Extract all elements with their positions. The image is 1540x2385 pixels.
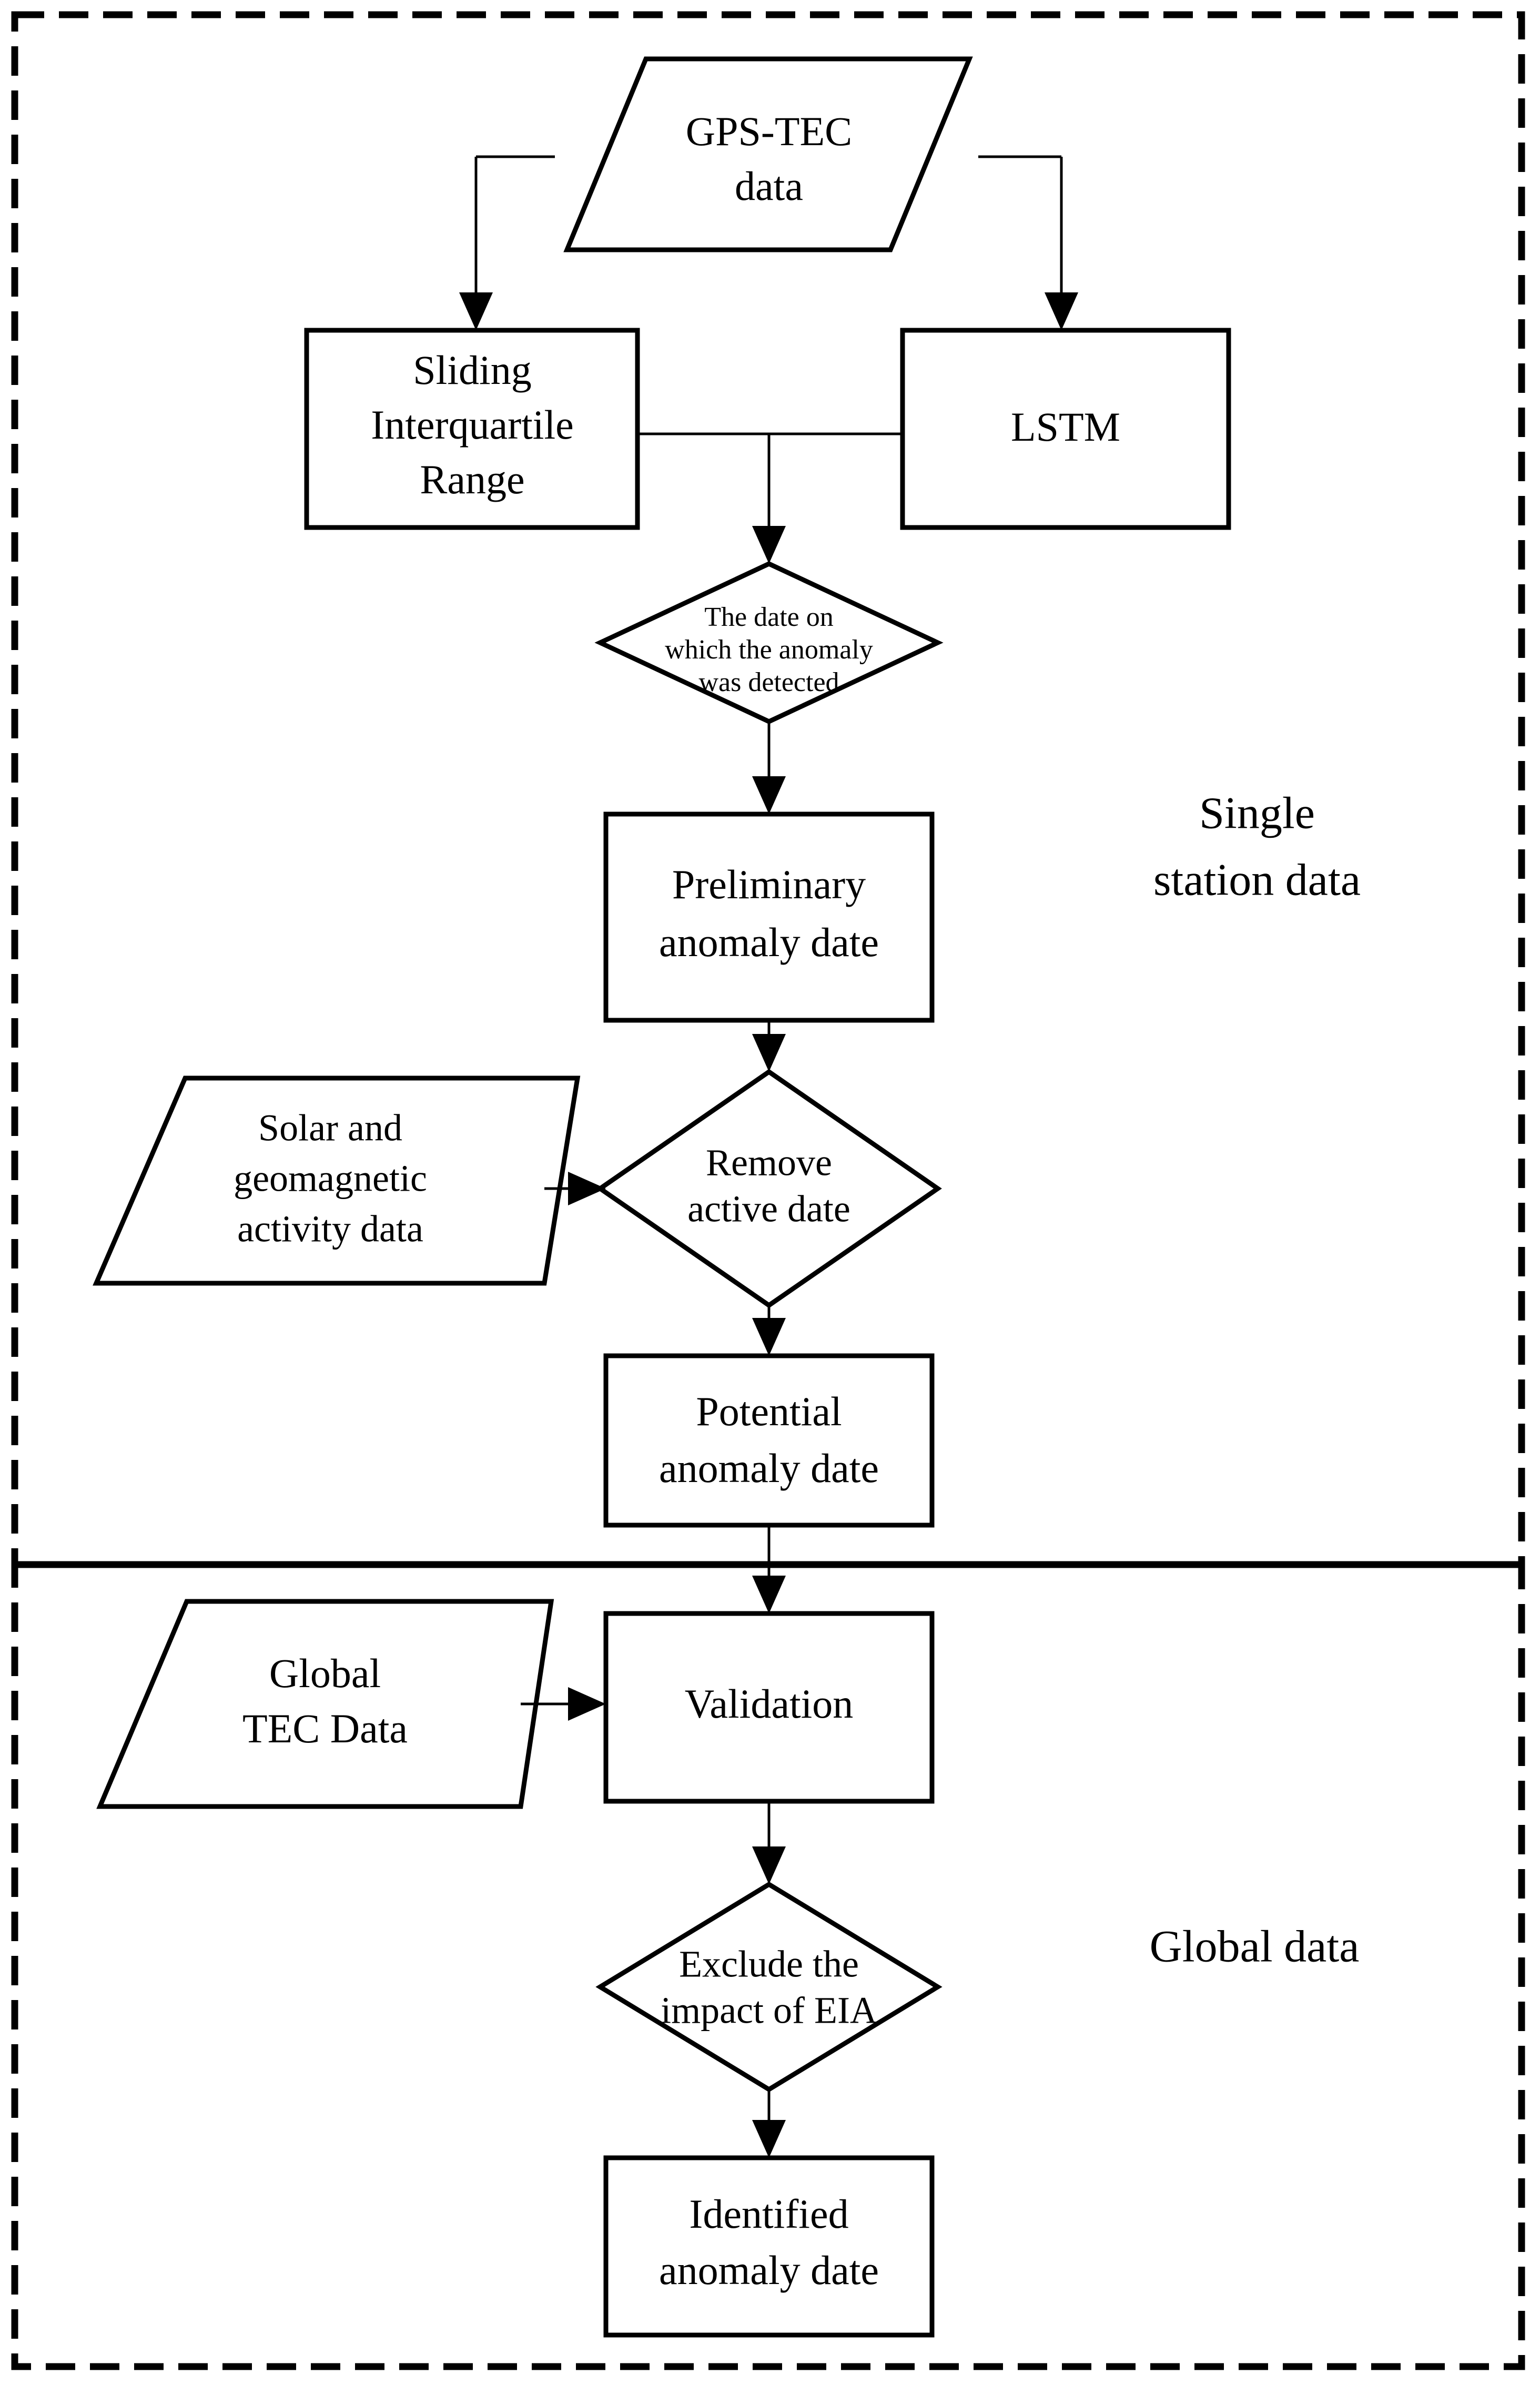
- arrowhead-preliminary: [752, 776, 786, 814]
- global-tec-line1: Global: [269, 1650, 381, 1696]
- arrowhead-validation: [752, 1576, 786, 1613]
- global-tec-line2: TEC Data: [242, 1706, 408, 1751]
- sliding-iqr-line2: Interquartile: [371, 402, 573, 448]
- edge-gpstec-to-sliding-iqr: [459, 155, 555, 330]
- edge-gpstec-to-lstm: [978, 155, 1078, 330]
- validation-label: Validation: [685, 1681, 854, 1727]
- arrowhead-identified: [752, 2120, 786, 2158]
- node-solar-geomag-data[interactable]: Solar and geomagnetic activity data: [93, 1075, 581, 1286]
- edge-solar-to-remove-active: [544, 1172, 606, 1205]
- gps-tec-data-line1: GPS-TEC: [686, 108, 852, 154]
- preliminary-date-line1: Preliminary: [672, 861, 866, 907]
- sliding-iqr-line3: Range: [420, 456, 524, 502]
- arrowhead-potential: [752, 1318, 786, 1356]
- arrowhead-anomaly-check: [752, 526, 786, 564]
- region-single-station-line1: Single: [1199, 788, 1315, 838]
- region-label-global: Global data: [1150, 1921, 1360, 1972]
- identified-date-line1: Identified: [689, 2191, 848, 2237]
- anomaly-date-check-line2: which the anomaly: [665, 635, 873, 665]
- solar-geomag-line1: Solar and: [258, 1107, 402, 1149]
- solar-geomag-line2: geomagnetic: [234, 1158, 427, 1200]
- lstm-label: LSTM: [1011, 404, 1120, 450]
- solar-geomag-line3: activity data: [237, 1208, 423, 1250]
- edge-merge-to-anomaly-check: [637, 432, 903, 564]
- node-remove-active-date[interactable]: Remove active date: [596, 1069, 942, 1308]
- edge-preliminary-to-remove-active: [752, 1020, 786, 1072]
- edge-exclude-eia-to-identified: [752, 2089, 786, 2158]
- region-global-border: [11, 1561, 1525, 2370]
- edge-anomaly-check-to-preliminary: [752, 720, 786, 814]
- arrowhead-remove-active-left: [568, 1172, 606, 1205]
- sliding-iqr-line1: Sliding: [413, 347, 531, 393]
- node-preliminary-date[interactable]: Preliminary anomaly date: [603, 811, 935, 1023]
- region-single-station-line2: station data: [1153, 855, 1361, 905]
- node-exclude-eia[interactable]: Exclude the impact of EIA: [595, 1881, 943, 2093]
- node-identified-date[interactable]: Identified anomaly date: [603, 2155, 935, 2338]
- region-global-line1: Global data: [1150, 1921, 1360, 1972]
- edge-potential-to-validation: [752, 1525, 786, 1613]
- exclude-eia-line1: Exclude the: [679, 1943, 859, 1985]
- exclude-eia-line2: impact of EIA: [661, 1990, 877, 2032]
- node-sliding-iqr[interactable]: Sliding Interquartile Range: [304, 328, 640, 530]
- arrowhead-lstm: [1045, 292, 1078, 330]
- remove-active-line2: active date: [687, 1188, 850, 1230]
- edge-remove-active-to-potential: [752, 1304, 786, 1356]
- arrowhead-sliding-iqr: [459, 292, 493, 330]
- anomaly-date-check-line1: The date on: [704, 602, 833, 632]
- potential-date-line2: anomaly date: [659, 1445, 879, 1491]
- node-anomaly-date-check[interactable]: The date on which the anomaly was detect…: [594, 561, 944, 724]
- arrowhead-remove-active: [752, 1034, 786, 1072]
- gps-tec-data-line2: data: [735, 163, 803, 209]
- node-lstm[interactable]: LSTM: [900, 328, 1231, 530]
- node-gps-tec-data[interactable]: GPS-TEC data: [563, 56, 973, 252]
- node-global-tec-data[interactable]: Global TEC Data: [96, 1599, 554, 1809]
- remove-active-line1: Remove: [706, 1142, 832, 1184]
- region-label-single-station: Single station data: [1153, 788, 1361, 905]
- arrowhead-validation-left: [568, 1687, 606, 1721]
- node-validation[interactable]: Validation: [603, 1611, 935, 1804]
- preliminary-date-line2: anomaly date: [659, 919, 879, 965]
- anomaly-date-check-line3: was detected: [698, 667, 839, 697]
- identified-date-line2: anomaly date: [659, 2247, 879, 2293]
- arrowhead-exclude-eia: [752, 1846, 786, 1884]
- node-potential-date[interactable]: Potential anomaly date: [603, 1353, 935, 1528]
- edge-validation-to-exclude-eia: [752, 1801, 786, 1884]
- potential-date-line1: Potential: [696, 1388, 842, 1434]
